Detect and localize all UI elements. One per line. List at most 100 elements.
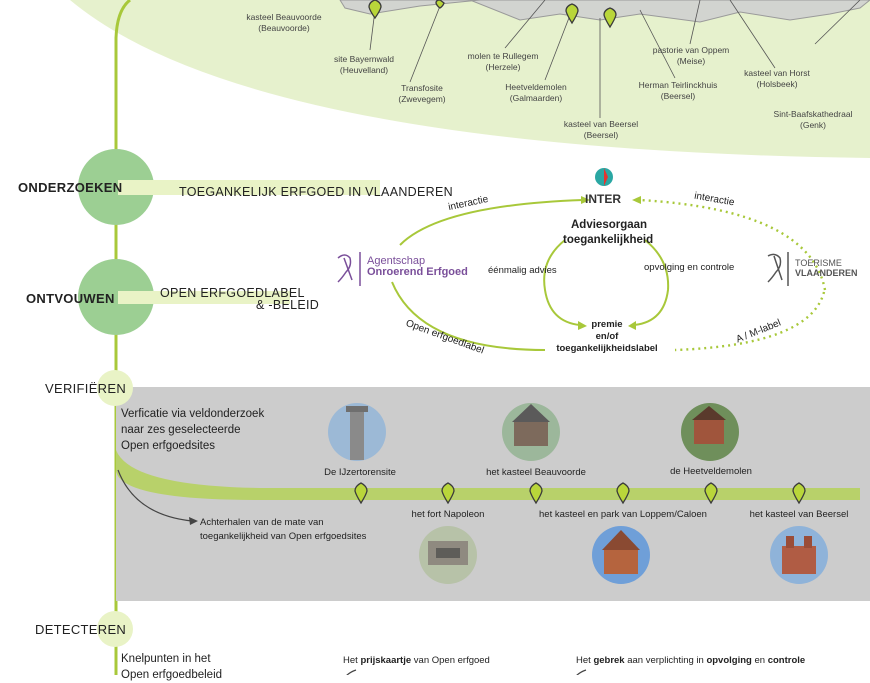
photo-fort-napoleon (419, 526, 477, 584)
inter-logo-icon (595, 168, 613, 186)
detection-item1-post: van Open erfgoed (411, 655, 490, 666)
map-label-place: (Holsbeek) (756, 79, 798, 89)
site-marker (704, 482, 718, 505)
site-marker (441, 482, 455, 505)
detection-item2-mid1: aan verplichting in (624, 655, 707, 666)
map-label-bayernwald: site Bayernwald (Heuvelland) (320, 54, 408, 76)
premie-line2: en/of (595, 331, 619, 342)
verification-outcome-line2: toegankelijkheid van Open erfgoedsites (200, 531, 367, 542)
map-marker (368, 0, 382, 20)
map-background (70, 0, 870, 158)
verification-outcome-line1: Achterhalen van de mate van (200, 517, 324, 528)
stage-node-verifieren (97, 370, 133, 406)
photo-ijzertoren (328, 403, 386, 461)
interactie-left-arrowhead (581, 196, 590, 204)
map-label-place: (Beauvoorde) (258, 23, 310, 33)
verification-outcome: Achterhalen van de mate van toegankelijk… (200, 516, 366, 544)
map-label-place: (Galmaarden) (509, 93, 563, 103)
research-bar (118, 180, 380, 195)
map-label-place: (Meise) (676, 56, 706, 66)
detection-item1-pre: Het (343, 655, 361, 666)
map-marker (435, 0, 445, 9)
detection-arrow-1 (346, 669, 357, 675)
map-label-genk: Sint-Baafskathedraal (Genk) (763, 109, 863, 131)
site-markers (354, 482, 806, 505)
label-bar-line2: & -BELEID (256, 298, 320, 312)
stage-label-verifieren: VERIFIËREN (45, 381, 127, 396)
open-erfgoedlabel-arc (391, 281, 546, 351)
map-label-beersel: kasteel van Beersel (Beersel) (552, 119, 650, 141)
detection-item-1: Het prijskaartje van Open erfgoed (343, 655, 490, 666)
map-label-name: kasteel van Horst (744, 68, 810, 78)
map-label-name: pastorie van Oppem (652, 45, 730, 55)
stage-node-onderzoeken (78, 149, 154, 225)
site-label-beersel: het kasteel van Beersel (749, 509, 849, 520)
stage-label-ontvouwen: ONTVOUWEN (26, 291, 115, 306)
map-label-place: (Herzele) (485, 62, 521, 72)
toerisme-line2: VLAANDEREN (795, 268, 858, 278)
site-label-heetveldemolen: de Heetveldemolen (670, 466, 752, 477)
premie-line3: toegankelijkheidslabel (556, 343, 658, 354)
map-leader-lines (369, 0, 861, 118)
agentschap-line1: Agentschap (367, 255, 426, 267)
site-label-ijzertoren: De IJzertorensite (324, 467, 396, 478)
stage-node-ontvouwen (78, 259, 154, 335)
detection-intro-line2: Open erfgoedbeleid (121, 669, 223, 681)
research-bar-label: TOEGANKELIJK ERFGOED IN VLAANDEREN (179, 185, 453, 199)
agentschap-line2: Onroerend Erfgoed (367, 266, 468, 278)
verification-intro: Verficatie via veldonderzoek naar zes ge… (121, 406, 264, 454)
site-label-loppem: het kasteel en park van Loppem/Caloen (539, 509, 707, 520)
map-label-place: (Beersel) (660, 91, 696, 101)
toerisme-line1: TOERISME (795, 258, 842, 268)
outcome-arrowhead (189, 517, 198, 525)
map-label-place: (Zwevegem) (398, 94, 446, 104)
map-label-name: kasteel van Beersel (563, 119, 639, 129)
advisory-body-line1: Adviesorgaan (571, 219, 648, 231)
site-marker (792, 482, 806, 505)
interactie-right-arrowhead (632, 196, 641, 204)
detection-item2-pre: Het (576, 655, 594, 666)
agentschap-lion-icon (337, 252, 361, 286)
map-label-beauvoorde: kasteel Beauvoorde (Beauvoorde) (235, 12, 333, 34)
map-markers (368, 0, 617, 29)
verification-intro-line3: Open erfgoedsites (121, 440, 215, 452)
detection-item2-bold1: gebrek (593, 655, 625, 666)
map-label-place: (Beersel) (583, 130, 619, 140)
detection-intro: Knelpunten in het Open erfgoedbeleid (121, 651, 222, 683)
map-marker (565, 3, 579, 25)
opvolging-label: opvolging en controle (644, 262, 735, 273)
map-label-name: site Bayernwald (333, 54, 394, 64)
map-label-place: (Genk) (800, 120, 826, 130)
map-label-name: Sint-Baafskathedraal (773, 109, 853, 119)
interactie-left-arc (399, 199, 584, 246)
interactie-right-arc (639, 198, 827, 291)
map-label-name: Transfosite (401, 83, 443, 93)
eenmalig-label: éénmalig advies (488, 265, 557, 276)
eenmalig-arc (543, 239, 581, 326)
verification-swoosh (116, 395, 860, 500)
photo-beauvoorde (502, 403, 560, 461)
detection-item2-bold2: opvolging (706, 655, 752, 666)
detection-item1-bold: prijskaartje (360, 655, 412, 666)
outcome-arrow (117, 469, 193, 522)
detection-arrow-2 (576, 669, 587, 675)
premie-label: premie en/of toegankelijkheidslabel (552, 319, 662, 355)
site-marker (616, 482, 630, 505)
map-label-name: molen te Rullegem (467, 51, 539, 61)
advisory-body-line2: toegankelijkheid (563, 234, 654, 246)
stage-node-detecteren (97, 611, 133, 647)
photo-loppem (592, 526, 650, 584)
timeline-line (114, 0, 131, 675)
map-label-name: kasteel Beauvoorde (246, 12, 322, 22)
verification-intro-line1: Verficatie via veldonderzoek (121, 408, 265, 420)
premie-line1: premie (591, 319, 623, 330)
label-bar (118, 291, 290, 304)
map-label-transfosite: Transfosite (Zwevegem) (382, 83, 462, 105)
map-label-heetveldemolen: Heetveldemolen (Galmaarden) (490, 82, 582, 104)
photo-heetveldemolen (681, 403, 739, 461)
detection-item-2: Het gebrek aan verplichting in opvolging… (576, 655, 805, 666)
verification-intro-line2: naar zes geselecteerde (121, 424, 241, 436)
map-label-name: Heetveldemolen (505, 82, 567, 92)
map-label-horst: kasteel van Horst (Holsbeek) (734, 68, 820, 90)
